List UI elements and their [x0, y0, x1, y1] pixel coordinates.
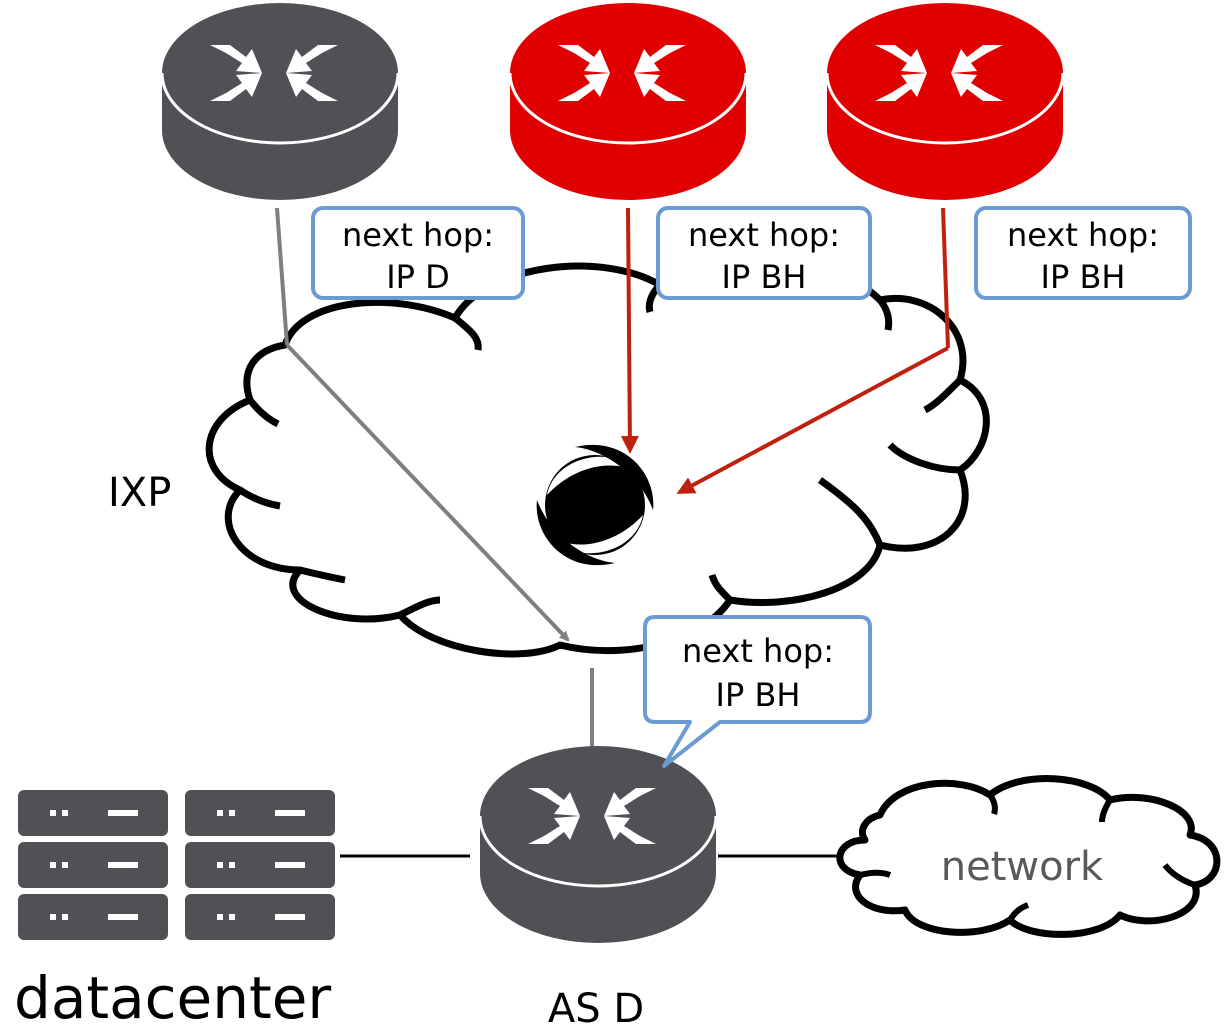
red-path-arrow-1 — [620, 207, 639, 454]
callout-line1: next hop: — [682, 632, 834, 670]
callout-ip-d: next hop: IP D — [311, 206, 525, 300]
callout-line2: IP BH — [722, 258, 807, 296]
router-icon-as-d — [478, 746, 718, 943]
links — [275, 207, 950, 858]
callout-line1: next hop: — [1007, 216, 1159, 254]
callout-line2: IP D — [386, 258, 450, 296]
blackhole-icon — [536, 444, 654, 566]
callout-line1: next hop: — [342, 216, 494, 254]
server-rack-icon — [18, 790, 335, 940]
red-path-arrow-2 — [676, 346, 949, 494]
as-d-label: AS D — [548, 986, 644, 1032]
network-label: network — [941, 844, 1104, 890]
callout-ip-bh-1: next hop: IP BH — [656, 206, 872, 300]
router-icon-member-d — [160, 3, 400, 200]
ixp-label: IXP — [108, 470, 171, 516]
callout-line2: IP BH — [1041, 258, 1126, 296]
gray-path-arrow — [285, 343, 570, 642]
callout-ip-bh-2: next hop: IP BH — [974, 206, 1192, 300]
router-icon-red-1 — [508, 3, 748, 200]
callout-ip-bh-as-d: next hop: IP BH — [643, 615, 872, 768]
callout-line1: next hop: — [688, 216, 840, 254]
callout-line2: IP BH — [716, 676, 801, 714]
router-icon-red-2 — [825, 3, 1065, 200]
network-cloud — [836, 775, 1221, 938]
datacenter-label: datacenter — [14, 964, 331, 1032]
